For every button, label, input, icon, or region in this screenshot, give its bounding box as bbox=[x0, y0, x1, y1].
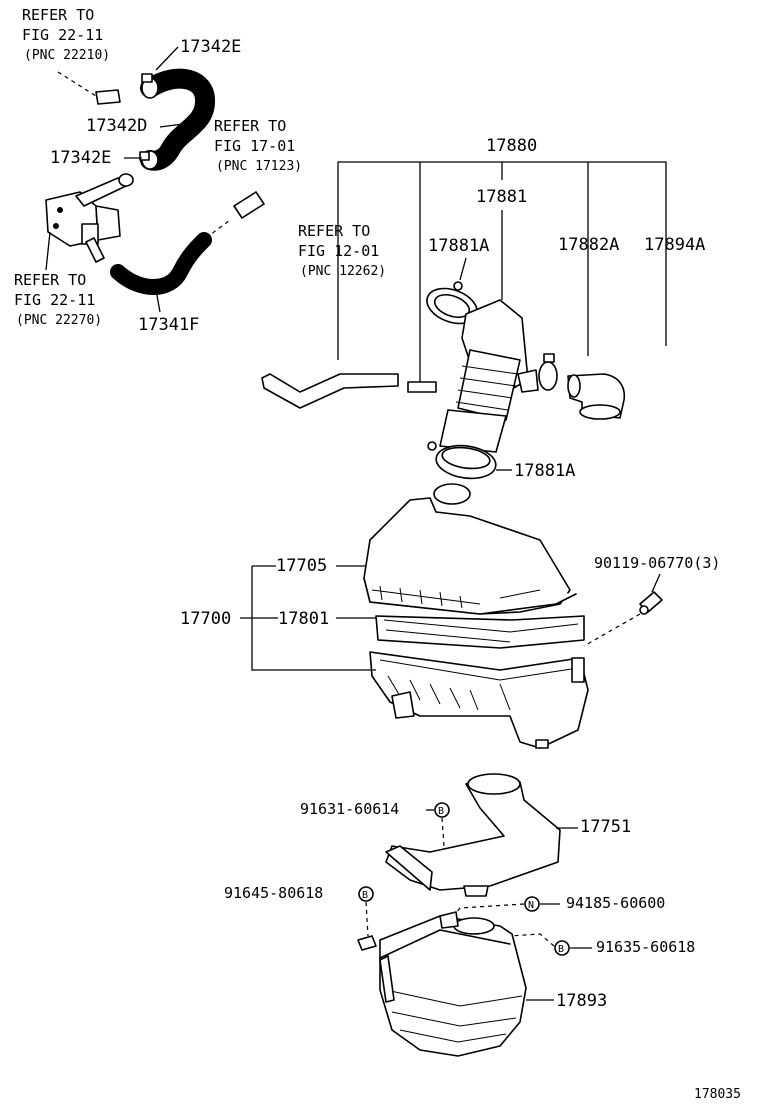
label-17881a-top: 17881A bbox=[428, 236, 489, 256]
label-90119: 90119-06770(3) bbox=[594, 554, 720, 572]
label-17880: 17880 bbox=[486, 136, 537, 156]
label-91645: 91645-80618 bbox=[224, 884, 323, 902]
leader-17342d bbox=[159, 123, 184, 128]
refer-17-01-line2: FIG 17-01 bbox=[214, 137, 295, 155]
leader-17881a-top bbox=[459, 257, 467, 281]
hose-17341f-fill bbox=[112, 234, 210, 293]
refer-22-11-left-line3: (PNC 22270) bbox=[16, 313, 102, 328]
connector-pipe bbox=[407, 381, 437, 393]
bolt-90119 bbox=[639, 591, 663, 615]
badge-91635: B bbox=[554, 940, 570, 956]
breather-hose bbox=[261, 373, 399, 409]
intake-hose-17881 bbox=[439, 299, 539, 453]
label-17882a: 17882A bbox=[558, 235, 619, 255]
air-cleaner-case bbox=[369, 651, 589, 749]
label-17881: 17881 bbox=[476, 187, 527, 207]
svg-text:B: B bbox=[438, 806, 444, 817]
refer-12-01-line1: REFER TO bbox=[298, 222, 370, 240]
bracket-17700 bbox=[251, 565, 376, 671]
clamp-17881a-bottom bbox=[427, 441, 497, 480]
leader-90119 bbox=[651, 573, 661, 593]
leader-94185-dashed bbox=[451, 903, 525, 919]
refer-12-01-line2: FIG 12-01 bbox=[298, 242, 379, 260]
clamp-17882a bbox=[538, 353, 558, 391]
air-filter-element-17801 bbox=[375, 615, 585, 649]
label-17705: 17705 bbox=[276, 556, 327, 576]
clamp-17342e-mid bbox=[139, 150, 159, 170]
refer-17-01-line3: (PNC 17123) bbox=[216, 159, 302, 174]
leader-17342e-top bbox=[155, 46, 179, 71]
leader-17341f-dashed bbox=[205, 219, 231, 239]
leader-90119-dashed bbox=[583, 613, 641, 647]
label-17342d: 17342D bbox=[86, 116, 147, 136]
label-17342e-top: 17342E bbox=[180, 37, 241, 57]
figure-id: 178035 bbox=[694, 1087, 741, 1102]
label-17893: 17893 bbox=[556, 991, 607, 1011]
label-17700: 17700 bbox=[180, 609, 231, 629]
pipe-stub-top bbox=[95, 89, 121, 105]
label-17894a: 17894A bbox=[644, 235, 705, 255]
air-cleaner-cap-17705 bbox=[363, 483, 577, 615]
bolt-91645 bbox=[357, 935, 377, 951]
label-17801: 17801 bbox=[278, 609, 329, 629]
clamp-17881a-top bbox=[426, 281, 478, 325]
refer-22-11-left-line1: REFER TO bbox=[14, 271, 86, 289]
label-17751: 17751 bbox=[580, 817, 631, 837]
refer-12-01-line3: (PNC 12262) bbox=[300, 264, 386, 279]
badge-91645: B bbox=[358, 886, 374, 902]
svg-text:N: N bbox=[528, 900, 534, 911]
leader-91631-dashed bbox=[441, 817, 445, 847]
leader-91645-dashed bbox=[365, 901, 369, 937]
refer-22-11-top-line3: (PNC 22210) bbox=[24, 48, 110, 63]
clamp-17342e-top bbox=[141, 73, 159, 99]
refer-22-11-top-line2: FIG 22-11 bbox=[22, 26, 103, 44]
badge-94185: N bbox=[524, 896, 540, 912]
refer-17-01-line1: REFER TO bbox=[214, 117, 286, 135]
hose-17342d-fill bbox=[142, 70, 213, 169]
label-17881a-bottom: 17881A bbox=[514, 461, 575, 481]
badge-91631: B bbox=[434, 802, 450, 818]
leader-17341f bbox=[155, 289, 161, 313]
leader-dashed bbox=[57, 71, 97, 97]
label-91631: 91631-60614 bbox=[300, 800, 399, 818]
label-91635: 91635-60618 bbox=[596, 938, 695, 956]
bracket-17880 bbox=[337, 161, 667, 388]
air-duct-17751 bbox=[385, 773, 561, 897]
pipe-stub-17-01 bbox=[233, 191, 265, 219]
refer-22-11-top-line1: REFER TO bbox=[22, 6, 94, 24]
label-94185: 94185-60600 bbox=[566, 894, 665, 912]
label-17341f: 17341F bbox=[138, 315, 199, 335]
vsv-valve-assembly bbox=[45, 173, 134, 263]
leader-refer-22-11-left bbox=[45, 231, 51, 271]
label-17342e-mid: 17342E bbox=[50, 148, 111, 168]
svg-text:B: B bbox=[558, 944, 564, 955]
svg-text:B: B bbox=[362, 890, 368, 901]
refer-22-11-left-line2: FIG 22-11 bbox=[14, 291, 95, 309]
elbow-17894a bbox=[567, 373, 626, 420]
resonator-17893 bbox=[379, 911, 527, 1057]
leader-91635-dashed bbox=[509, 933, 555, 947]
